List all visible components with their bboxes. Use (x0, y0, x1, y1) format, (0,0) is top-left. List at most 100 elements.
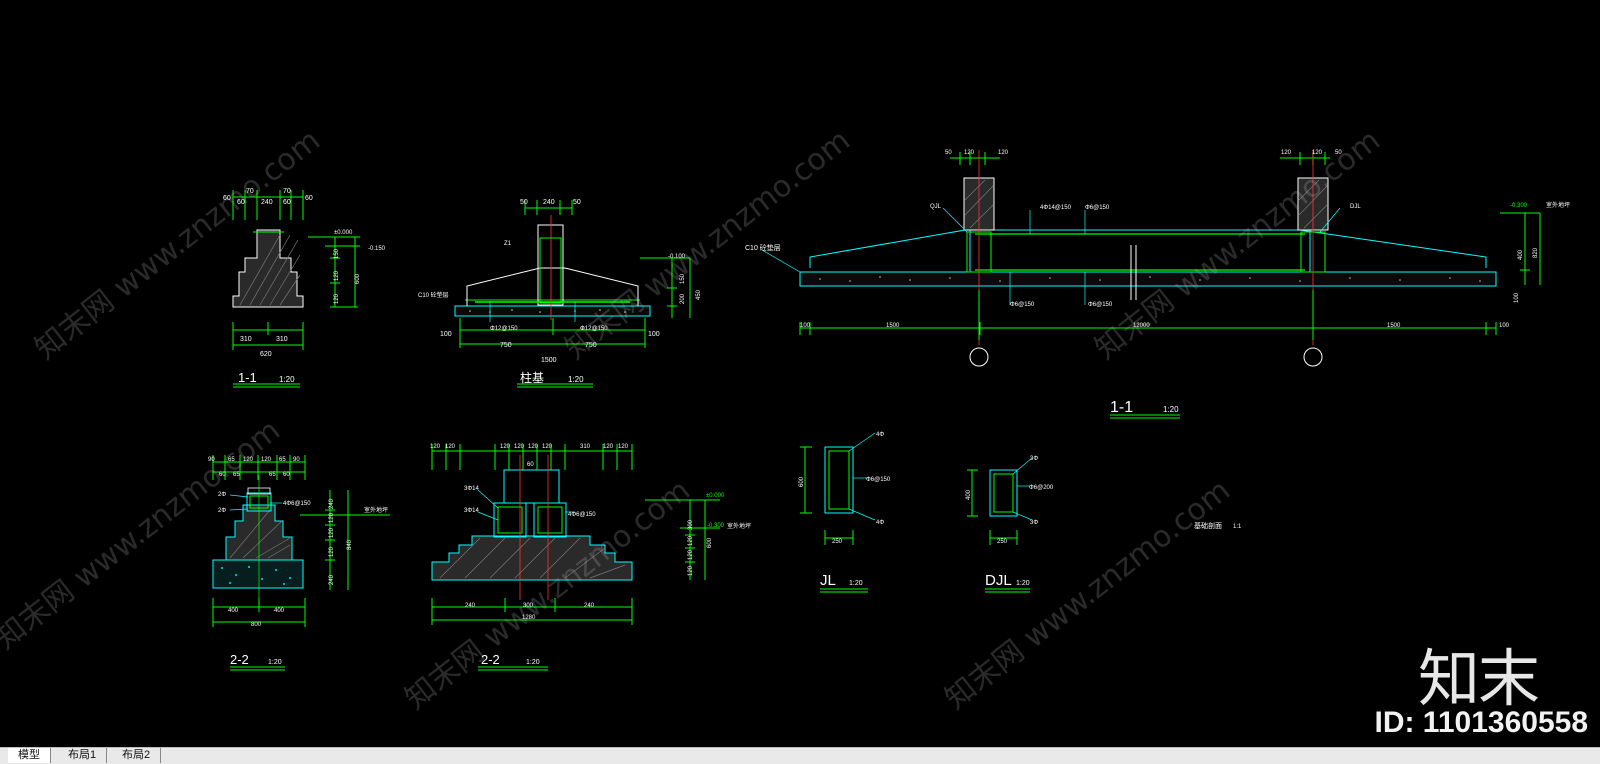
d3-top-r-1: 120 (1312, 150, 1323, 156)
d5-elev-note: 室外地坪 (727, 522, 751, 530)
d4-dim-4: 65 (279, 457, 286, 463)
d1-total: 620 (260, 351, 272, 358)
d4-scale: 1:20 (268, 659, 282, 666)
d1-vert-2: 120 (334, 293, 340, 304)
d4-title: 2-2 (230, 652, 249, 667)
d2-side-0: 100 (440, 331, 452, 338)
d1-dim-bottom-0: 310 (240, 336, 252, 343)
d3-label-djl: DJL (1350, 204, 1361, 210)
layout-tabbar: 模型 布局1 布局2 (0, 747, 1600, 764)
d4-vert-0: 240 (329, 498, 335, 509)
d4-dim-3: 120 (261, 457, 272, 463)
jl-label-2: 4Φ (876, 520, 884, 526)
d2-vert-2: 450 (696, 289, 702, 300)
d3-label-rebar: 4Φ14@150 (1040, 205, 1072, 211)
d3-vert-1: 820 (1533, 247, 1539, 258)
d1-dim-top-1: 60 (237, 199, 245, 206)
d3-scale: 1:20 (1163, 405, 1179, 414)
d2-side-1: 100 (648, 331, 660, 338)
watermark-id: ID: 1101360558 (1374, 706, 1588, 739)
d5-bottom-0: 240 (465, 603, 476, 609)
d3-top-l-1: 120 (964, 150, 975, 156)
jl-width: 250 (832, 539, 843, 545)
d3-bottom-0: Φ6@150 (1010, 302, 1035, 308)
d5-scale: 1:20 (526, 659, 540, 666)
d1-scale: 1:20 (279, 375, 295, 384)
d3-elev-note: 室外地坪 (1546, 201, 1570, 209)
d3-dim-1: 1500 (886, 323, 900, 329)
d5-bottom-1: 300 (523, 603, 534, 609)
d2-dim-top-2: 50 (573, 199, 581, 206)
d3-elev: -0.300 (1510, 203, 1528, 209)
d4-vert-4: 240 (329, 574, 335, 585)
detail-1-1-large: QJL 4Φ14@150 Φ6@150 DJL Φ6@150 Φ6@150 C1… (745, 150, 1570, 419)
d3-top-l-2: 120 (998, 150, 1009, 156)
d4-dim2-3: 60 (283, 472, 290, 478)
djl-label-1: Φ6@200 (1029, 485, 1054, 491)
jl-label-1: Φ6@150 (866, 477, 891, 483)
djl-label-2: 3Φ (1030, 520, 1038, 526)
cad-model-space[interactable]: 60 60 240 60 60 70 70 310 310 620 ±0.000… (0, 0, 1600, 747)
watermark-logo: 知末 (1417, 642, 1540, 715)
detail-2-2-left: 90 65 120 120 65 90 60 65 65 60 2Φ 2Φ 4Φ… (208, 455, 390, 671)
d4-dim-1: 65 (228, 457, 235, 463)
d5-label-0: 3Φ14 (464, 486, 479, 492)
d4-vert-2: 120 (329, 527, 335, 538)
d1-vert-3: 600 (355, 273, 361, 284)
d5-vert-3: 120 (688, 565, 694, 576)
djl-label-0: 3Φ (1030, 456, 1038, 462)
d2-dim-bottom-0: 750 (500, 342, 512, 349)
d4-label-2: 4Φ6@150 (283, 501, 311, 507)
cad-drawing: 60 60 240 60 60 70 70 310 310 620 ±0.000… (208, 150, 1570, 671)
d2-total: 1500 (541, 357, 557, 364)
d2-dim-top-1: 240 (543, 199, 555, 206)
d5-dim-2: 120 (500, 444, 511, 450)
d4-total: 800 (251, 622, 262, 628)
d4-vert-5: 840 (347, 539, 353, 550)
d1-dim-top2-0: 70 (246, 188, 254, 195)
d4-label-1: 2Φ (218, 508, 226, 514)
tab-layout1[interactable]: 布局1 (58, 748, 108, 763)
tab-model[interactable]: 模型 (8, 748, 51, 763)
d4-bottom-0: 400 (228, 608, 239, 614)
d2-title: 柱基 (520, 370, 544, 385)
d4-vert-1: 120 (329, 512, 335, 523)
d5-bottom-2: 240 (584, 603, 595, 609)
d1-dim-bottom-1: 310 (276, 336, 288, 343)
d1-dim-top2-1: 70 (283, 188, 291, 195)
d5-dim-3: 120 (514, 444, 525, 450)
d5-label-2: 4Φ6@150 (568, 512, 596, 518)
d5-dim-7: 120 (603, 444, 614, 450)
d3-dim-0: 100 (800, 323, 811, 329)
djl-height: 400 (966, 489, 972, 500)
d2-rebar-1: Φ12@150 (580, 326, 608, 332)
jl-label-0: 4Φ (876, 432, 884, 438)
d4-dim2-0: 60 (219, 472, 226, 478)
detail-1-1-small: 60 60 240 60 60 70 70 310 310 620 ±0.000… (223, 188, 386, 388)
d3-label-qjl: QJL (930, 204, 942, 210)
d5-dim-6: 310 (580, 444, 591, 450)
d2-vert-0: 150 (680, 273, 686, 284)
d5-elev-1: -0.300 (707, 523, 725, 529)
d3-zone-label: C10 砼垫层 (745, 243, 781, 252)
d3-dim-3: 1500 (1387, 323, 1401, 329)
djl-title: DJL (985, 572, 1012, 589)
foundation-section-note: 基础剖面 (1194, 521, 1222, 530)
tab-layout2[interactable]: 布局2 (112, 748, 162, 763)
d3-bottom-1: Φ6@150 (1088, 302, 1113, 308)
d4-vert-3: 120 (329, 546, 335, 557)
d5-dim-5: 120 (542, 444, 553, 450)
detail-jl: 4Φ Φ6@150 4Φ 600 250 JL 1:20 (799, 432, 891, 593)
d4-note: 室外地坪 (364, 506, 388, 514)
detail-2-2-middle: 120 120 120 120 120 120 310 120 120 60 3… (430, 444, 751, 671)
jl-height: 600 (799, 476, 805, 487)
d4-dim-2: 120 (243, 457, 254, 463)
d3-dim-4: 100 (1499, 323, 1510, 329)
d2-vert-1: 200 (680, 293, 686, 304)
d1-vert-1: 120 (334, 270, 340, 281)
d1-dim-top-0: 60 (223, 195, 231, 202)
d5-vert-4: 600 (707, 537, 713, 548)
d4-dim2-1: 65 (233, 472, 240, 478)
d5-dim-1: 120 (445, 444, 456, 450)
d5-vert-0: 300 (688, 519, 694, 530)
